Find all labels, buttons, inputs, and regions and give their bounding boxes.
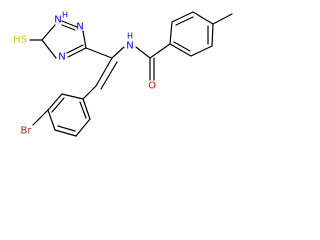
amide-n-label: N (126, 41, 133, 52)
bond-c3-n4 (41, 39, 57, 59)
thiol-label: HS (13, 35, 27, 46)
triazole-n4-label: N (58, 52, 65, 63)
tolyl-bond-6d (173, 41, 191, 52)
bond-carbonyl-ipso (149, 43, 171, 59)
tolyl-ring (169, 11, 233, 57)
brph-bond-6 (82, 98, 91, 120)
bond-ca-cb-double (100, 61, 118, 90)
brph-bond-4 (54, 129, 77, 137)
bond-n4-c5-double (66, 44, 84, 54)
tolyl-methyl (212, 13, 233, 25)
brph-bond-5 (75, 118, 91, 137)
bond-n2-c3 (41, 24, 56, 41)
molecule-structure: HS N H N N N H O Br (13, 11, 233, 137)
brph-bond-1 (61, 93, 84, 100)
triazole-n2-label: N (76, 22, 83, 33)
brph-bond-6d (79, 101, 87, 119)
bond-ca-namide (111, 46, 125, 59)
tolyl-bond-3 (192, 11, 214, 25)
tolyl-bond-2d (175, 16, 194, 26)
bond-n4-c5 (67, 47, 87, 58)
carbonyl-o-label: O (148, 81, 156, 92)
triazole-nh-label: N (54, 15, 61, 26)
amide-group (135, 43, 171, 81)
amide-nh-h-label: H (127, 32, 133, 41)
brph-bond-2d (51, 97, 65, 113)
brph-bond-3 (47, 109, 56, 131)
atom-labels: HS N H N N N H O Br (13, 11, 156, 137)
bond-n-carbonyl (135, 46, 151, 59)
triazole-nh-h-label: H (62, 11, 68, 20)
brph-c-br (32, 109, 49, 126)
vinyl-linker (82, 46, 125, 100)
tolyl-bond-6 (169, 43, 192, 57)
triazole-ring (29, 20, 87, 59)
bond-n1-n2-double (61, 24, 76, 31)
tolyl-bond-1 (169, 21, 173, 45)
bond-c5-ca (85, 47, 113, 59)
tolyl-bond-4 (211, 23, 214, 47)
brph-bond-2 (47, 93, 63, 111)
brph-bond-4d (57, 125, 76, 132)
bromine-label: Br (21, 126, 33, 137)
tolyl-bond-2 (171, 11, 194, 23)
bond-ca-cb (95, 57, 113, 87)
bond-n1-n2 (61, 20, 78, 28)
bond-cb-ipso (82, 85, 97, 100)
bond-c5-n1 (82, 30, 87, 49)
tolyl-bond-5 (190, 45, 213, 57)
bromophenyl-ring (32, 93, 91, 137)
